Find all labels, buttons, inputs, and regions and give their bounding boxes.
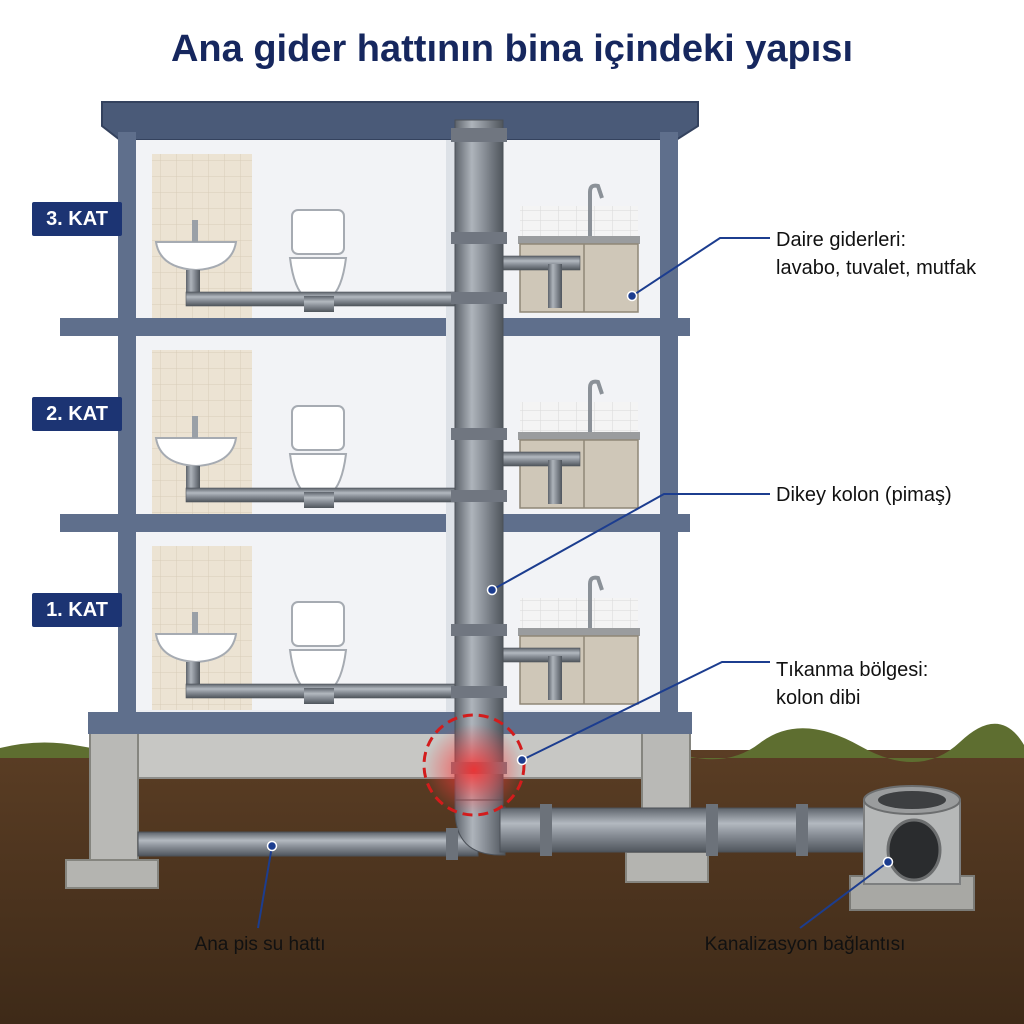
kitchen-counter — [518, 432, 640, 440]
kitchen-cabinet — [519, 439, 639, 509]
kitchen-backsplash — [520, 598, 638, 628]
floor-2 — [136, 336, 660, 514]
callout-lines — [257, 237, 889, 929]
callout-dot-column — [486, 584, 498, 596]
toilet-drain-pipe — [304, 492, 334, 508]
page-title: Ana gider hattının bina içindeki yapısı — [170, 28, 853, 70]
callout-blockage-zone-line2: kolon dibi — [776, 687, 861, 709]
sink-faucet — [192, 220, 198, 242]
callout-line-main — [257, 845, 273, 929]
callout-dot-sewer — [882, 856, 894, 868]
bathroom-tiles — [152, 546, 252, 710]
callout-blockage-zone: Tıkanma bölgesi: kolon dibi — [776, 656, 928, 712]
left-wall — [118, 132, 136, 720]
floor-badge-1: 1. KAT — [32, 593, 122, 627]
toilet-drain-pipe — [304, 296, 334, 312]
blockage-zone — [422, 713, 526, 817]
roof — [101, 101, 699, 141]
callout-apartment-drains-line1: Daire giderleri: — [776, 229, 907, 251]
foundation — [65, 731, 709, 889]
vertical-column — [451, 119, 507, 801]
floor-3 — [136, 140, 660, 318]
callout-sewer-connection: Kanalizasyon bağlantısı — [704, 934, 906, 955]
slab-ground — [88, 712, 692, 734]
sink-faucet — [192, 416, 198, 438]
callout-vertical-column-line1: Dikey kolon (pimaş) — [776, 484, 952, 506]
callout-line-drains — [631, 237, 770, 297]
kitchen-faucet — [588, 379, 604, 432]
callout-main-sewer-line: Ana pis su hattı — [194, 934, 326, 955]
floor-1 — [136, 532, 660, 710]
slab-2 — [60, 514, 690, 532]
kitchen-backsplash — [520, 206, 638, 236]
kitchen-cabinet — [519, 635, 639, 705]
kitchen-cabinet — [519, 243, 639, 313]
callout-line-column — [491, 493, 770, 591]
toilet-tank-icon — [291, 405, 345, 451]
callout-blockage-zone-line1: Tıkanma bölgesi: — [776, 659, 929, 681]
kitchen-drain-pipe — [548, 460, 562, 504]
slab-3 — [60, 318, 690, 336]
sink-icon — [154, 241, 238, 272]
toilet-tank-icon — [291, 601, 345, 647]
toilet-tank-icon — [291, 209, 345, 255]
bathroom-tiles — [152, 350, 252, 514]
kitchen-counter — [518, 628, 640, 636]
kitchen-drain-pipe — [548, 656, 562, 700]
sink-faucet — [192, 612, 198, 634]
sink-icon — [154, 437, 238, 468]
callout-line-blockage — [521, 661, 770, 761]
toilet-drain-pipe — [304, 688, 334, 704]
floor-badge-3: 3. KAT — [32, 202, 122, 236]
kitchen-counter — [518, 236, 640, 244]
callout-dot-main — [266, 840, 278, 852]
callout-apartment-drains-line2: lavabo, tuvalet, mutfak — [776, 257, 977, 279]
kitchen-faucet — [588, 575, 604, 628]
right-wall — [660, 132, 678, 720]
callout-line-sewer — [799, 861, 889, 929]
kitchen-faucet — [588, 183, 604, 236]
kitchen-drain-pipe — [548, 264, 562, 308]
callout-apartment-drains: Daire giderleri: lavabo, tuvalet, mutfak — [776, 226, 976, 282]
callout-vertical-column: Dikey kolon (pimaş) — [776, 481, 952, 509]
sink-icon — [154, 633, 238, 664]
floor-badge-2: 2. KAT — [32, 397, 122, 431]
callout-dot-drains — [626, 290, 638, 302]
bathroom-tiles — [152, 154, 252, 318]
callout-dot-blockage — [516, 754, 528, 766]
kitchen-backsplash — [520, 402, 638, 432]
sewer-manhole — [849, 785, 975, 911]
